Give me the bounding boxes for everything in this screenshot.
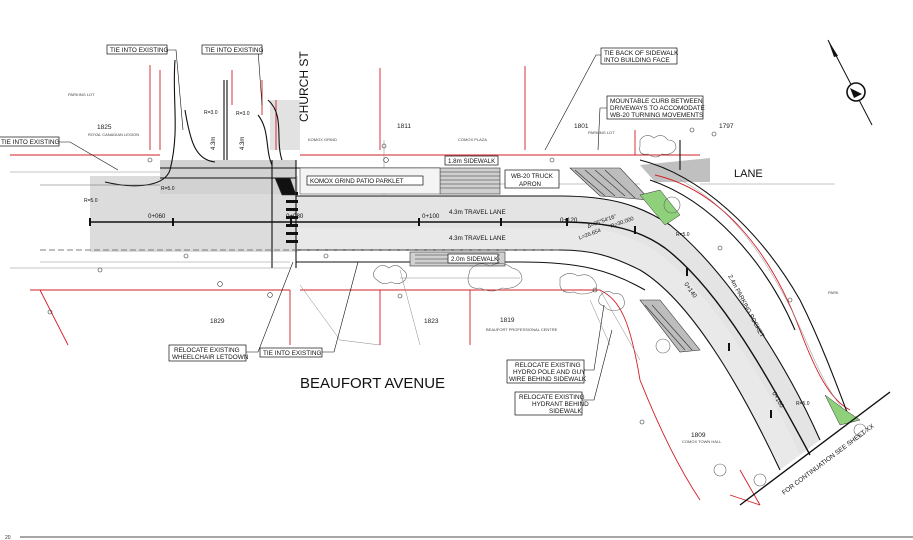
callout-text: WIRE BEHIND SIDEWALK <box>509 376 587 383</box>
label-sidewalk-south: 2.0m SIDEWALK <box>447 253 499 264</box>
label-travel-lane-2: 4.3m TRAVEL LANE <box>449 235 506 242</box>
callout-tie-back: TIE BACK OF SIDEWALK INTO BUILDING FACE <box>600 47 679 65</box>
callout-text: TIE INTO EXISTING <box>205 47 263 54</box>
building-name: COMOX PLAZA <box>458 137 487 142</box>
station-060: 0+060 <box>148 213 166 220</box>
building-name: PARK <box>828 290 839 295</box>
building-name: PARKING LOT <box>68 92 95 97</box>
pavement-areas <box>90 100 820 470</box>
callout-text: SIDEWALK <box>549 408 583 415</box>
callout-text: DRIVEWAYS TO ACCOMODATE <box>610 105 705 112</box>
callout-mountable-curb: MOUNTABLE CURB BETWEEN DRIVEWAYS TO ACCO… <box>606 95 705 120</box>
callout-text: HYDRANT BEHIND <box>532 401 589 408</box>
label-text: 1.8m SIDEWALK <box>448 158 496 165</box>
station-ticks <box>89 218 772 418</box>
callout-text: RELOCATE EXISTING <box>515 362 581 369</box>
callout-text: TIE BACK OF SIDEWALK <box>604 50 679 57</box>
street-name-lane: LANE <box>734 168 763 180</box>
radius-label: R=5.0 <box>676 232 690 238</box>
lot-number: 1819 <box>500 317 515 324</box>
callout-text: INTO BUILDING FACE <box>604 57 670 64</box>
callout-tie-1: TIE INTO EXISTING <box>106 44 168 55</box>
callout-relocate-hydro: RELOCATE EXISTING HYDRO POLE AND GUY WIR… <box>506 359 587 384</box>
label-truck-apron: WB-20 TRUCK APRON <box>504 169 560 189</box>
callout-tie-4: TIE INTO EXISTING <box>259 347 323 358</box>
callout-text: WHEELCHAIR LETDOWN <box>172 354 249 361</box>
callout-text: HYDRO POLE AND GUY <box>513 369 586 376</box>
callout-text: RELOCATE EXISTING <box>174 347 240 354</box>
lot-number: 1829 <box>210 318 225 325</box>
lot-number: 1811 <box>397 123 411 130</box>
lot-number: 1823 <box>424 318 439 325</box>
north-arrow-icon <box>827 39 873 126</box>
callout-text: RELOCATE EXISTING <box>519 394 585 401</box>
label-text: 2.0m SIDEWALK <box>451 256 499 263</box>
label-text: APRON <box>519 181 541 188</box>
callout-tie-3: TIE INTO EXISTING <box>0 136 59 147</box>
label-parklet: KOMOX GRIND PATIO PARKLET <box>306 175 424 186</box>
callout-text: TIE INTO EXISTING <box>110 47 168 54</box>
street-name-church: CHURCH ST <box>297 51 311 122</box>
property-lines <box>10 65 851 506</box>
page-number: 20 <box>5 535 11 540</box>
label-width-1: 4.3m <box>211 137 217 150</box>
station-080: 0+080 <box>286 213 304 220</box>
lot-number: 1825 <box>97 124 112 131</box>
building-name: KOMOX GRIND <box>308 137 337 142</box>
label-width-2: 4.3m <box>240 137 246 150</box>
building-name: COMOX TOWN HALL <box>682 439 722 444</box>
station-100: 0+100 <box>422 213 440 220</box>
callout-relocate-hydrant: RELOCATE EXISTING HYDRANT BEHIND SIDEWAL… <box>514 391 589 416</box>
lot-number: 1797 <box>719 123 734 130</box>
label-travel-lane-1: 4.3m TRAVEL LANE <box>449 209 506 216</box>
callout-text: MOUNTABLE CURB BETWEEN <box>610 98 703 105</box>
alignment-line <box>40 184 811 456</box>
building-name: PARKING LOT <box>588 130 615 135</box>
match-line <box>739 391 891 506</box>
trees <box>373 135 867 487</box>
callout-relocate-letdown: RELOCATE EXISTING WHEELCHAIR LETDOWN <box>168 344 249 362</box>
lot-number: 1801 <box>574 123 589 130</box>
label-text: WB-20 TRUCK <box>511 173 554 180</box>
street-name-beaufort: BEAUFORT AVENUE <box>300 375 445 392</box>
radius-label: R=5.0 <box>161 186 175 192</box>
label-sidewalk-north: 1.8m SIDEWALK <box>444 155 499 166</box>
radius-label: R=3.0 <box>204 110 218 116</box>
utility-symbols <box>47 127 793 425</box>
building-name: ROYAL CANADIAN LEGION <box>88 132 139 137</box>
radius-label: R=5.0 <box>84 198 98 204</box>
callout-text: TIE INTO EXISTING <box>263 350 321 357</box>
building-name: BEAUFORT PROFESSIONAL CENTRE <box>486 327 558 332</box>
radius-label: R=3.0 <box>236 111 250 117</box>
lot-number: 1809 <box>691 432 706 439</box>
radius-label: R=5.0 <box>796 401 810 407</box>
callout-tie-2: TIE INTO EXISTING <box>201 44 263 55</box>
station-120: 0+120 <box>560 217 578 224</box>
label-text: KOMOX GRIND PATIO PARKLET <box>310 178 404 185</box>
callout-text: TIE INTO EXISTING <box>1 139 59 146</box>
landscape-areas <box>639 189 861 426</box>
callout-text: WB-20 TURNING MOVEMENTS <box>610 112 703 119</box>
